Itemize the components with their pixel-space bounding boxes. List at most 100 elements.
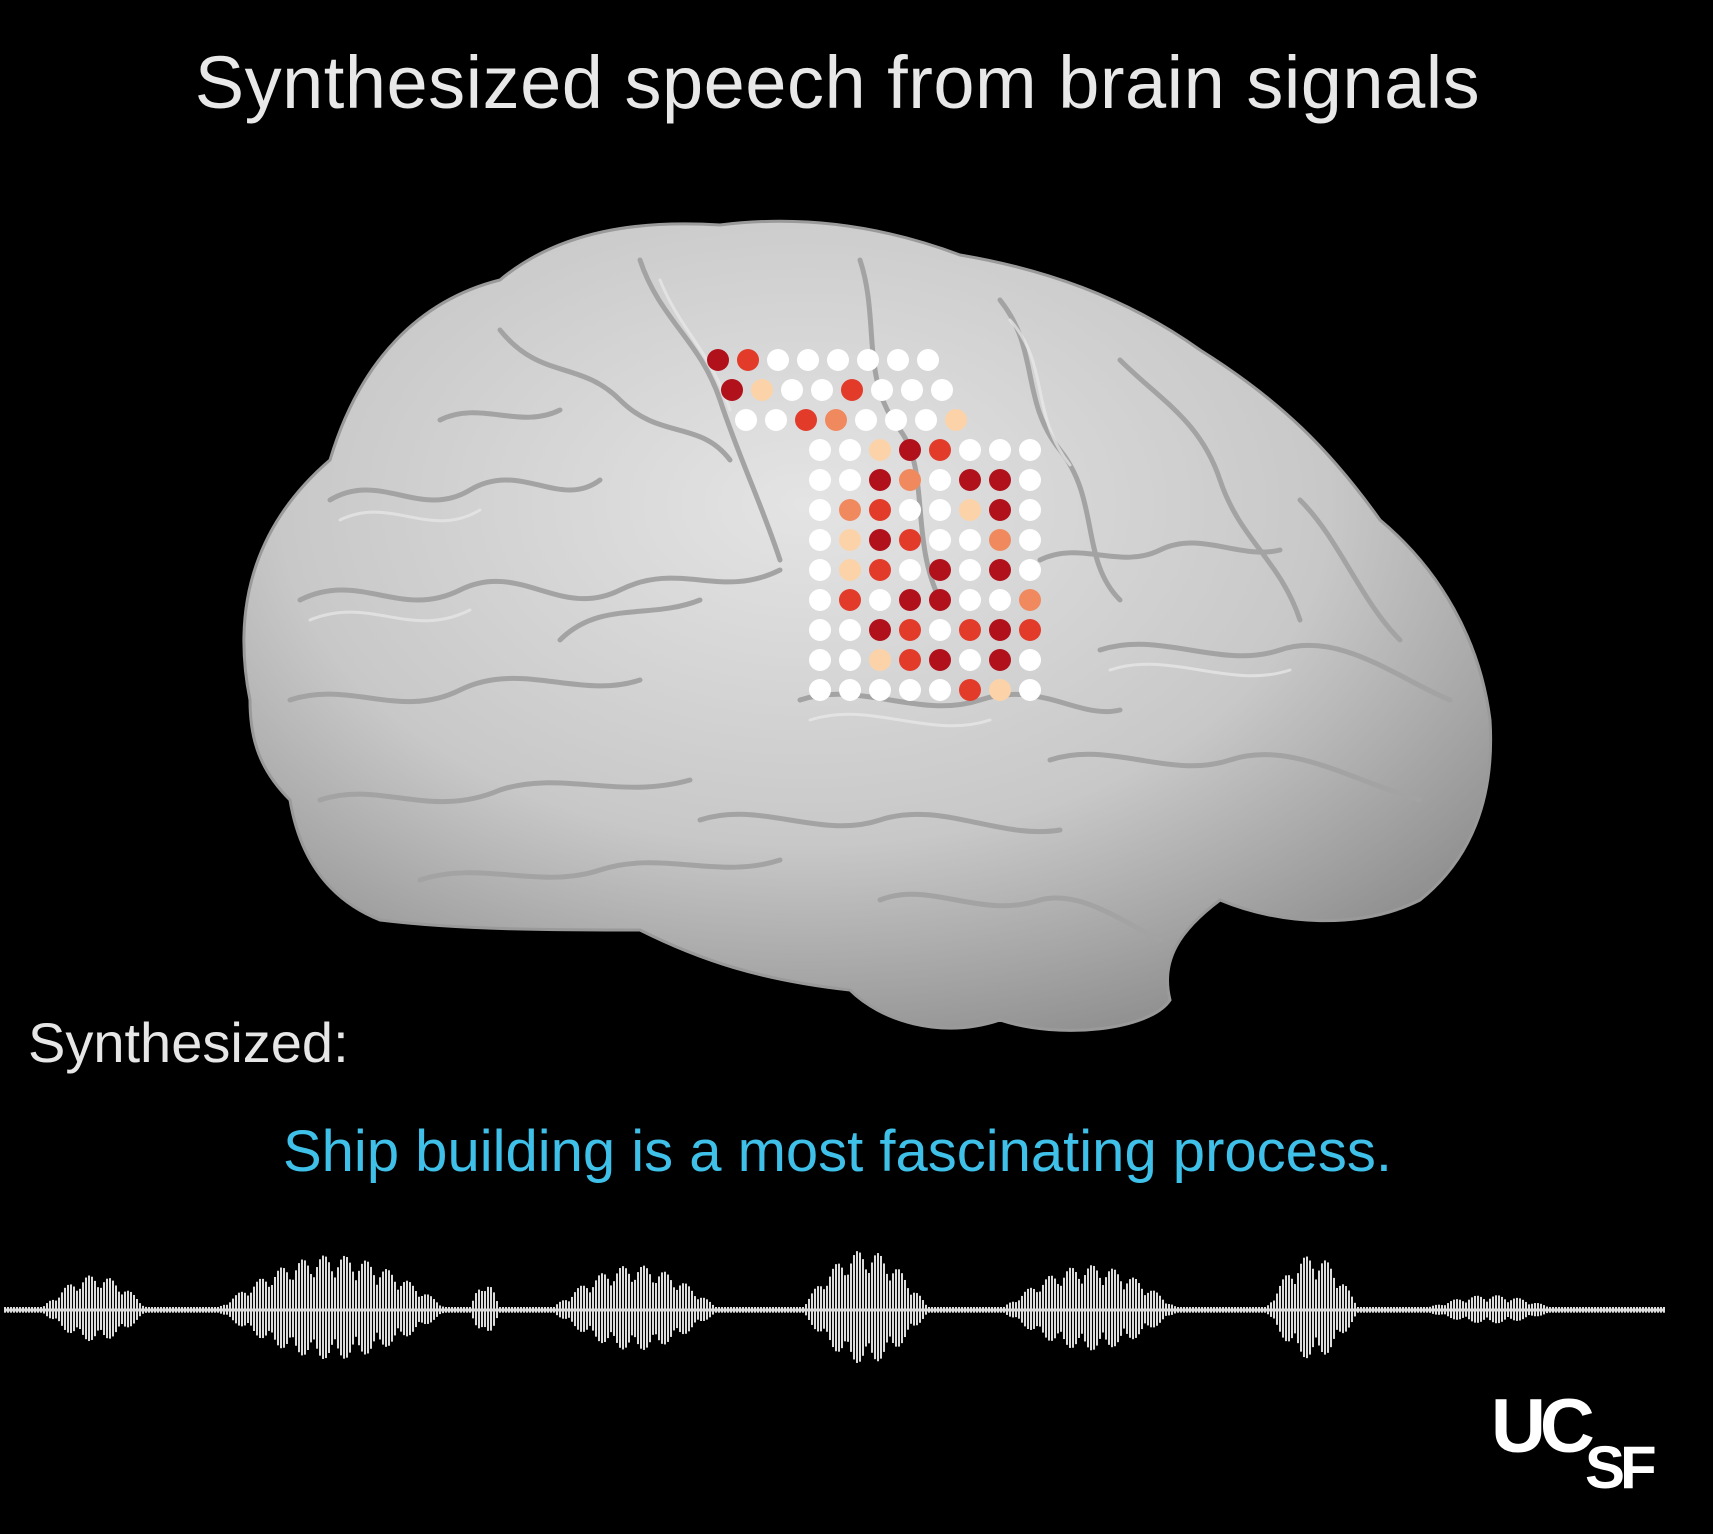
electrode: [839, 469, 861, 491]
electrode: [869, 529, 891, 551]
waveform-bars: [4, 1251, 1665, 1363]
electrode: [839, 679, 861, 701]
electrode: [811, 379, 833, 401]
electrode: [827, 349, 849, 371]
electrode: [915, 409, 937, 431]
electrode: [899, 469, 921, 491]
electrode: [931, 379, 953, 401]
title: Synthesized speech from brain signals: [194, 41, 1481, 124]
electrode: [929, 649, 951, 671]
electrode: [737, 349, 759, 371]
electrode: [841, 379, 863, 401]
electrode: [839, 499, 861, 521]
electrode: [899, 619, 921, 641]
electrode: [899, 679, 921, 701]
electrode: [929, 439, 951, 461]
electrode: [959, 439, 981, 461]
electrode: [809, 469, 831, 491]
electrode: [959, 679, 981, 701]
electrode: [869, 469, 891, 491]
electrode: [1019, 679, 1041, 701]
electrode: [959, 469, 981, 491]
electrode: [869, 499, 891, 521]
electrode: [869, 679, 891, 701]
electrode: [809, 559, 831, 581]
electrode: [929, 529, 951, 551]
electrode: [929, 679, 951, 701]
electrode: [989, 679, 1011, 701]
electrode: [869, 439, 891, 461]
electrode: [869, 649, 891, 671]
svg-text:UC: UC: [1491, 1384, 1593, 1469]
electrode: [735, 409, 757, 431]
electrode: [901, 379, 923, 401]
electrode: [929, 499, 951, 521]
brain-surface: [242, 219, 1493, 1032]
electrode: [869, 559, 891, 581]
electrode: [767, 349, 789, 371]
electrode: [809, 619, 831, 641]
electrode: [809, 439, 831, 461]
electrode: [707, 349, 729, 371]
electrode: [989, 619, 1011, 641]
electrode: [989, 499, 1011, 521]
electrode: [869, 589, 891, 611]
electrode: [809, 649, 831, 671]
electrode: [839, 619, 861, 641]
brain-figure: [242, 219, 1493, 1032]
electrode: [959, 499, 981, 521]
audio-waveform: [0, 1230, 1713, 1390]
electrode: [989, 529, 1011, 551]
electrode: [839, 559, 861, 581]
electrode: [989, 589, 1011, 611]
electrode: [809, 589, 831, 611]
ucsf-logo: UC SF: [1491, 1384, 1691, 1501]
electrode: [899, 439, 921, 461]
electrode: [887, 349, 909, 371]
electrode: [945, 409, 967, 431]
brain-svg: [242, 219, 1493, 1032]
electrode: [959, 619, 981, 641]
electrode: [929, 619, 951, 641]
electrode: [1019, 559, 1041, 581]
electrode: [959, 559, 981, 581]
electrode: [809, 499, 831, 521]
electrode: [721, 379, 743, 401]
electrode: [1019, 439, 1041, 461]
electrode: [959, 649, 981, 671]
electrode: [1019, 469, 1041, 491]
ucsf-logo-svg: UC SF: [1491, 1384, 1660, 1501]
synthesized-label: Synthesized:: [28, 1011, 349, 1074]
electrode: [959, 589, 981, 611]
electrode: [989, 439, 1011, 461]
electrode: [825, 409, 847, 431]
brain-folds: [287, 257, 1453, 943]
electrode: [839, 439, 861, 461]
waveform-svg: [4, 1251, 1665, 1363]
electrode: [857, 349, 879, 371]
electrode: [989, 469, 1011, 491]
electrode: [1019, 619, 1041, 641]
electrode: [899, 589, 921, 611]
electrode: [809, 679, 831, 701]
electrode: [1019, 589, 1041, 611]
electrode: [839, 589, 861, 611]
electrode: [989, 649, 1011, 671]
electrode-grid: [707, 349, 1041, 701]
electrode: [809, 529, 831, 551]
electrode: [899, 529, 921, 551]
electrode: [869, 619, 891, 641]
electrode: [797, 349, 819, 371]
electrode: [899, 499, 921, 521]
electrode: [795, 409, 817, 431]
electrode: [885, 409, 907, 431]
electrode: [899, 559, 921, 581]
electrode: [989, 559, 1011, 581]
electrode: [871, 379, 893, 401]
electrode: [765, 409, 787, 431]
electrode: [929, 559, 951, 581]
electrode: [1019, 499, 1041, 521]
electrode: [1019, 529, 1041, 551]
electrode: [1019, 649, 1041, 671]
svg-text:SF: SF: [1585, 1434, 1655, 1494]
